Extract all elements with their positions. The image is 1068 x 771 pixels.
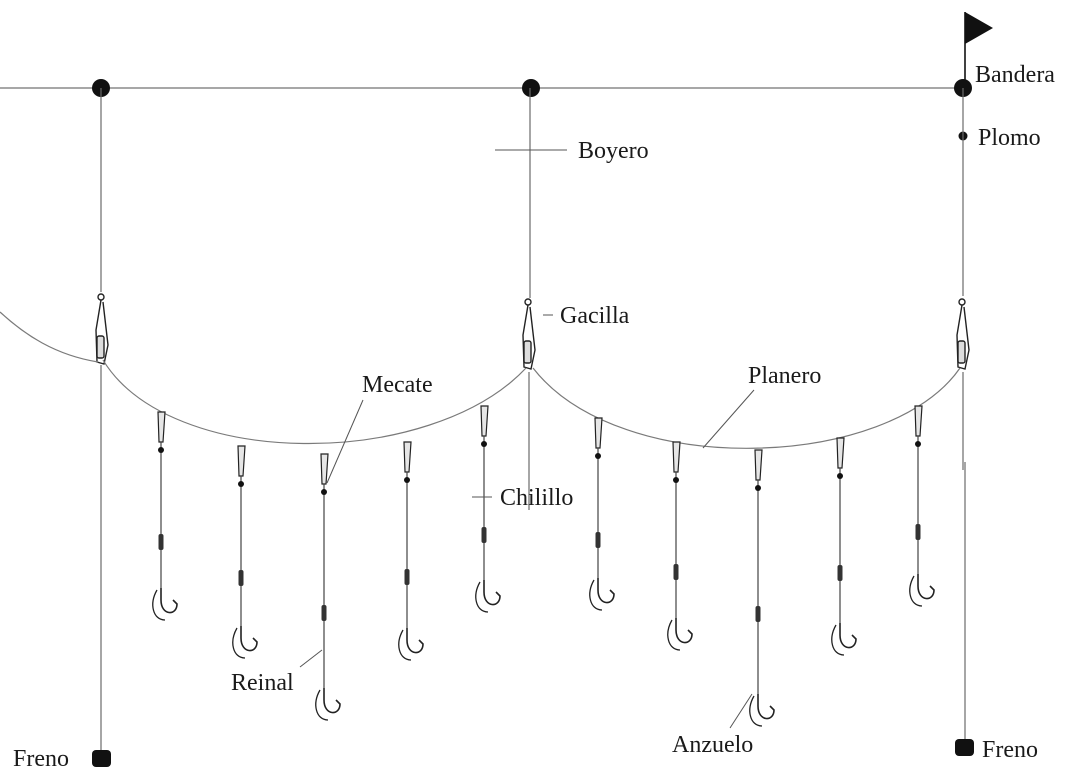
label-mecate: Mecate xyxy=(362,372,433,398)
label-reinal: Reinal xyxy=(231,670,294,696)
crimp-sleeve xyxy=(673,564,679,580)
hook-icon xyxy=(917,574,935,600)
branch-line-3 xyxy=(315,453,341,721)
crimp-sleeve xyxy=(915,524,921,540)
gacilla-clip-middle xyxy=(522,298,536,370)
crimp-sleeve xyxy=(755,606,761,622)
planero-leader xyxy=(702,389,755,449)
branch-clip xyxy=(754,449,763,481)
branch-line-8 xyxy=(749,449,775,727)
label-plomo: Plomo xyxy=(978,125,1041,151)
label-gacilla: Gacilla xyxy=(560,303,630,329)
label-freno-right: Freno xyxy=(982,737,1038,763)
label-chilillo: Chilillo xyxy=(500,485,573,511)
label-planero: Planero xyxy=(748,363,821,389)
swivel-bead xyxy=(915,441,921,447)
swivel-bead xyxy=(481,441,487,447)
branch-lines xyxy=(152,405,935,727)
branch-line-1 xyxy=(152,411,178,621)
branch-clip xyxy=(672,441,681,473)
crimp-sleeve xyxy=(837,565,843,581)
branch-clip xyxy=(403,441,412,473)
label-anzuelo: Anzuelo xyxy=(672,732,753,758)
swivel-bead xyxy=(595,453,601,459)
branch-line-10 xyxy=(909,405,935,607)
mainline-curve-left xyxy=(102,359,527,445)
branch-line-7 xyxy=(667,441,693,651)
flag-icon xyxy=(965,12,993,44)
swivel-bead xyxy=(837,473,843,479)
branch-clip xyxy=(594,417,603,449)
branch-clip xyxy=(480,405,489,437)
hook-icon xyxy=(483,580,501,606)
hook-icon xyxy=(160,588,178,614)
branch-line-9 xyxy=(831,437,857,656)
swivel-bead xyxy=(238,481,244,487)
hook-icon xyxy=(675,618,693,644)
freno-right-block xyxy=(955,739,974,756)
crimp-sleeve xyxy=(404,569,410,585)
swivel-bead xyxy=(158,447,164,453)
swivel-bead xyxy=(321,489,327,495)
hook-icon xyxy=(240,626,258,652)
branch-line-2 xyxy=(232,445,258,659)
hook-icon xyxy=(406,628,424,654)
hook-icon xyxy=(323,688,341,714)
freno-left-block xyxy=(92,750,111,767)
branch-clip xyxy=(914,405,923,437)
label-freno-left: Freno xyxy=(13,746,69,771)
crimp-sleeve xyxy=(321,605,327,621)
mainline-curve-leftmost xyxy=(0,311,99,363)
branch-clip xyxy=(836,437,845,469)
reinal-leader xyxy=(299,649,323,668)
hook-icon xyxy=(597,578,615,604)
hook-icon xyxy=(839,623,857,649)
swivel-bead xyxy=(755,485,761,491)
crimp-sleeve xyxy=(481,527,487,543)
gacilla-clip-left xyxy=(95,293,109,365)
branch-clip xyxy=(320,453,329,485)
label-boyero: Boyero xyxy=(578,138,649,164)
branch-line-5 xyxy=(475,405,501,613)
gacilla-clip-right xyxy=(956,298,970,370)
branch-line-4 xyxy=(398,441,424,661)
crimp-sleeve xyxy=(158,534,164,550)
float-middle xyxy=(522,79,540,97)
mainline-curve-right xyxy=(532,367,961,449)
mecate-leader xyxy=(326,399,364,484)
branch-clip xyxy=(157,411,166,443)
label-bandera: Bandera xyxy=(975,62,1055,88)
swivel-bead xyxy=(404,477,410,483)
crimp-sleeve xyxy=(595,532,601,548)
hook-icon xyxy=(757,694,775,720)
branch-line-6 xyxy=(589,417,615,611)
crimp-sleeve xyxy=(238,570,244,586)
branch-clip xyxy=(237,445,246,477)
anzuelo-leader xyxy=(729,693,753,729)
swivel-bead xyxy=(673,477,679,483)
